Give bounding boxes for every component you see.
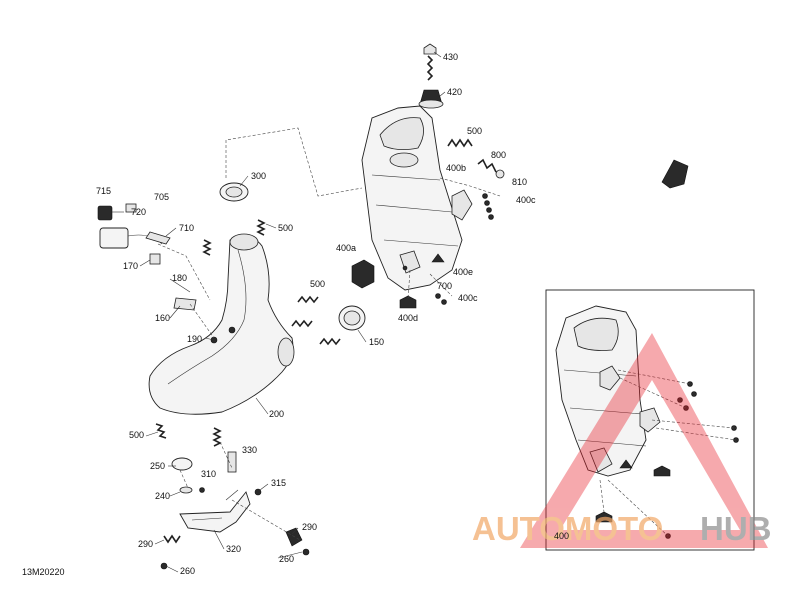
- spring-500a-part: [447, 138, 473, 148]
- watermark-triangle-icon: [520, 333, 768, 548]
- label-810: 810: [512, 177, 527, 187]
- bolt-430-part: [423, 43, 437, 81]
- label-315: 315: [271, 478, 286, 488]
- label-200: 200: [269, 409, 284, 419]
- label-400c: 400c: [516, 195, 536, 205]
- label-710: 710: [179, 223, 194, 233]
- bolts-260-part: [160, 548, 310, 570]
- spring-500b-part: [256, 219, 266, 236]
- watermark-logo: AUTOMOTO HUB: [472, 333, 772, 548]
- label-330: 330: [242, 445, 257, 455]
- label-705: 705: [154, 192, 169, 202]
- label-400b: 400b: [446, 163, 466, 173]
- part-labels: 430 420 500 800 400b 810 400c 300 715 70…: [22, 52, 569, 577]
- label-400e: 400e: [453, 267, 473, 277]
- label-150: 150: [369, 337, 384, 347]
- damper-400e-part: [431, 253, 445, 263]
- label-500: 500: [129, 430, 144, 440]
- label-250: 250: [150, 461, 165, 471]
- label-310: 310: [201, 469, 216, 479]
- detail-inset: [545, 289, 755, 551]
- label-160: 160: [155, 313, 170, 323]
- label-400d: 400d: [398, 313, 418, 323]
- seal-ring-150-part: [338, 305, 366, 331]
- label-500: 500: [278, 223, 293, 233]
- assembly-lines: [157, 127, 501, 541]
- gasket-300-part: [219, 182, 249, 202]
- label-190: 190: [187, 334, 202, 344]
- label-500: 500: [467, 126, 482, 136]
- label-290: 290: [138, 539, 153, 549]
- damper-400d-part: [399, 295, 417, 309]
- fitting-170-part: [149, 253, 161, 265]
- label-180: 180: [172, 273, 187, 283]
- spring-330-part: [212, 427, 237, 473]
- sensor-710-part: [145, 231, 171, 245]
- spring-500c2-part: [291, 319, 313, 328]
- label-170: 170: [123, 261, 138, 271]
- washer-240-part: [179, 486, 193, 494]
- clamp-160-part: [173, 297, 197, 311]
- label-720: 720: [131, 207, 146, 217]
- muffler-part: [361, 105, 473, 291]
- label-400c: 400c: [458, 293, 478, 303]
- washer-810-part: [495, 169, 505, 179]
- latch-290b-part: [285, 527, 303, 547]
- label-300: 300: [251, 171, 266, 181]
- label-320: 320: [226, 544, 241, 554]
- grommet-420-part: [418, 89, 444, 109]
- watermark-text-2: HUB: [700, 510, 772, 547]
- label-420: 420: [447, 87, 462, 97]
- nuts-400c-part: [482, 193, 494, 220]
- label-260: 260: [180, 566, 195, 576]
- spring-500c-part: [297, 295, 319, 304]
- label-290: 290: [302, 522, 317, 532]
- leader-lines: [112, 51, 446, 573]
- bracket-320-part: [179, 489, 251, 533]
- exhaust-pipe-200-part: [148, 233, 295, 415]
- label-500: 500: [310, 279, 325, 289]
- bracket-icon: [661, 159, 689, 189]
- connector-705-part: [125, 203, 137, 213]
- spring-800-part: [477, 158, 497, 173]
- label-240: 240: [155, 491, 170, 501]
- label-400: 400: [554, 531, 569, 541]
- spring-500e-part: [202, 239, 212, 256]
- diagram-code: 13M20220: [22, 567, 65, 577]
- label-800: 800: [491, 150, 506, 160]
- label-700: 700: [437, 281, 452, 291]
- bolt-310-part: [199, 487, 205, 493]
- nut-315-part: [254, 488, 262, 496]
- watermark-text-1: AUTOMOTO: [472, 510, 663, 547]
- spring-500d-part: [155, 423, 167, 439]
- spring-500c3-part: [319, 337, 341, 346]
- bolt-700-part: [435, 293, 447, 305]
- label-260: 260: [279, 554, 294, 564]
- spring-290a-part: [163, 534, 181, 544]
- damper-400a-part: [351, 259, 375, 289]
- label-400a: 400a: [336, 243, 356, 253]
- label-430: 430: [443, 52, 458, 62]
- bumper-250-part: [171, 457, 193, 471]
- sensor-715-part: [97, 205, 113, 221]
- label-715: 715: [96, 186, 111, 196]
